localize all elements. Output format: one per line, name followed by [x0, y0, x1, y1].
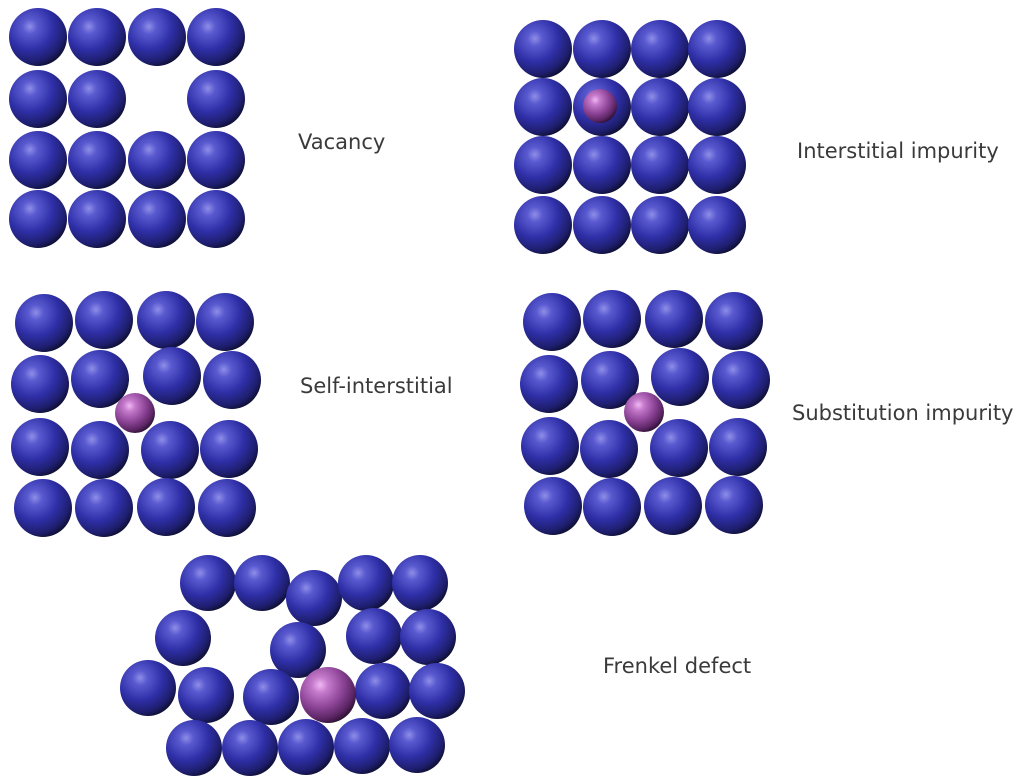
host-atom: [196, 293, 254, 351]
host-atom: [128, 190, 186, 248]
host-atom: [128, 8, 186, 66]
host-atom: [688, 78, 746, 136]
host-atom: [389, 717, 445, 773]
host-atom: [187, 8, 245, 66]
host-atom: [583, 290, 641, 348]
host-atom: [166, 720, 222, 776]
host-atom: [9, 70, 67, 128]
host-atom: [650, 419, 708, 477]
host-atom: [187, 70, 245, 128]
host-atom: [705, 292, 763, 350]
vacancy-label: Vacancy: [298, 130, 385, 154]
host-atom: [68, 190, 126, 248]
host-atom: [187, 190, 245, 248]
self-interstitial-diagram: [11, 291, 261, 537]
host-atom: [524, 477, 582, 535]
host-atom: [71, 421, 129, 479]
interstitial-impurity-label: Interstitial impurity: [797, 139, 999, 163]
host-atom: [631, 136, 689, 194]
substitution-impurity-diagram: [520, 290, 770, 536]
host-atom: [9, 131, 67, 189]
host-atom: [75, 479, 133, 537]
host-atom: [137, 291, 195, 349]
host-atom: [644, 477, 702, 535]
host-atom: [338, 555, 394, 611]
host-atom: [11, 355, 69, 413]
host-atom: [583, 478, 641, 536]
host-atom: [68, 131, 126, 189]
host-atom: [581, 351, 639, 409]
host-atom: [243, 669, 299, 725]
host-atom: [222, 720, 278, 776]
host-atom: [141, 421, 199, 479]
host-atom: [9, 190, 67, 248]
host-atom: [14, 479, 72, 537]
frenkel-atom: [300, 667, 356, 723]
host-atom: [270, 622, 326, 678]
frenkel-defect-diagram: [120, 555, 465, 776]
self-interstitial-label: Self-interstitial: [300, 374, 453, 398]
host-atom: [180, 555, 236, 611]
host-atom: [705, 476, 763, 534]
host-atom: [709, 418, 767, 476]
host-atom: [278, 719, 334, 775]
host-atom: [520, 355, 578, 413]
host-atom: [286, 570, 342, 626]
host-atom: [645, 290, 703, 348]
host-atom: [71, 350, 129, 408]
host-atom: [155, 610, 211, 666]
host-atom: [521, 417, 579, 475]
host-atom: [198, 479, 256, 537]
host-atom: [203, 351, 261, 409]
host-atom: [68, 70, 126, 128]
host-atom: [400, 609, 456, 665]
host-atom: [573, 20, 631, 78]
host-atom: [580, 420, 638, 478]
host-atom: [631, 20, 689, 78]
self-interstitial-atom: [115, 393, 155, 433]
host-atom: [688, 20, 746, 78]
host-atom: [143, 347, 201, 405]
vacancy-diagram: [9, 8, 245, 248]
substitution-impurity-label: Substitution impurity: [792, 401, 1013, 425]
interstitial-impurity-diagram: [514, 20, 746, 254]
host-atom: [15, 294, 73, 352]
host-atom: [688, 196, 746, 254]
host-atom: [573, 136, 631, 194]
host-atom: [514, 20, 572, 78]
host-atom: [573, 196, 631, 254]
host-atom: [651, 348, 709, 406]
host-atom: [631, 196, 689, 254]
host-atom: [178, 667, 234, 723]
host-atom: [120, 660, 176, 716]
host-atom: [631, 78, 689, 136]
host-atom: [200, 420, 258, 478]
host-atom: [234, 555, 290, 611]
host-atom: [128, 131, 186, 189]
host-atom: [514, 78, 572, 136]
host-atom: [514, 136, 572, 194]
host-atom: [137, 478, 195, 536]
host-atom: [409, 663, 465, 719]
substitution-atom: [624, 392, 664, 432]
host-atom: [712, 351, 770, 409]
interstitial-atom: [583, 89, 617, 123]
host-atom: [514, 196, 572, 254]
host-atom: [334, 718, 390, 774]
host-atom: [75, 291, 133, 349]
host-atom: [355, 663, 411, 719]
host-atom: [9, 8, 67, 66]
frenkel-defect-label: Frenkel defect: [603, 654, 751, 678]
host-atom: [11, 418, 69, 476]
host-atom: [392, 555, 448, 611]
host-atom: [68, 8, 126, 66]
host-atom: [688, 136, 746, 194]
host-atom: [187, 131, 245, 189]
host-atom: [523, 293, 581, 351]
host-atom: [346, 608, 402, 664]
